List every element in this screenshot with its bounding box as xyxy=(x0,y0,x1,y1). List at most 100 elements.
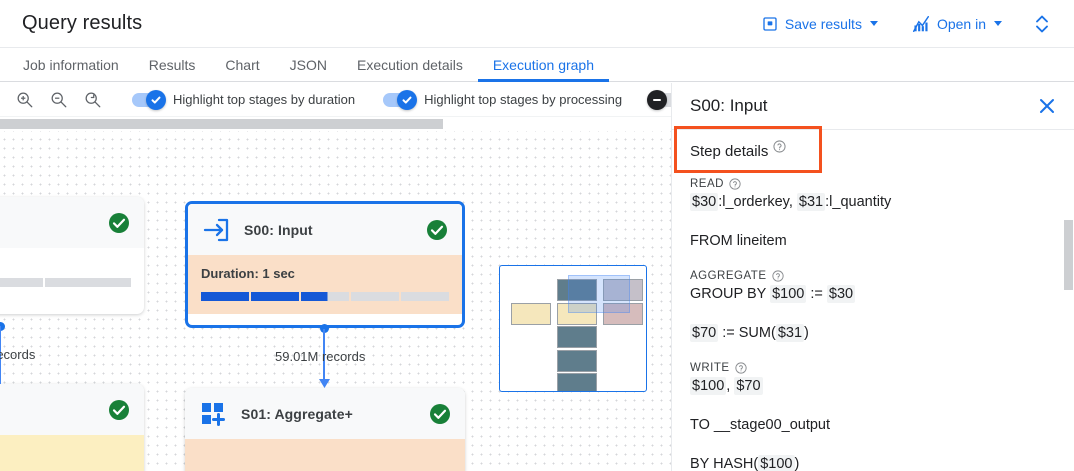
by-expression: BY HASH($100) xyxy=(690,454,1057,471)
edge-label-59m-records: 59.01M records xyxy=(275,349,366,364)
write-keyword: WRITE xyxy=(690,362,1057,374)
help-circle-icon[interactable] xyxy=(771,270,784,282)
step-details-panel: S00: Input Step details READ xyxy=(671,83,1074,471)
variable-chip: $100 xyxy=(770,285,807,304)
status-success-icon xyxy=(426,219,448,241)
edge-arrow-icon xyxy=(319,379,330,388)
variable-chip: $30 xyxy=(690,193,719,211)
step-details-heading: Step details xyxy=(690,140,786,160)
help-circle-icon[interactable] xyxy=(773,140,786,153)
toggle-switch[interactable] xyxy=(132,89,166,110)
node-header: S01: Aggregate+ xyxy=(185,388,465,439)
toggle-knob xyxy=(647,89,668,110)
tab-execution-details[interactable]: Execution details xyxy=(356,56,463,73)
panel-header: S00: Input xyxy=(672,83,1074,129)
zoom-reset-icon[interactable] xyxy=(82,89,104,111)
zoom-in-icon[interactable] xyxy=(14,89,36,111)
groupby-expression: GROUP BY $100 := $30 xyxy=(690,285,856,304)
minimap-node xyxy=(603,303,643,325)
aggregate-label: AGGREGATE xyxy=(690,270,767,283)
progress-segment xyxy=(45,278,131,287)
expand-collapse-button[interactable] xyxy=(1030,12,1054,36)
tab-job-information[interactable]: Job information xyxy=(23,56,119,73)
toggle-highlight-by-duration[interactable]: Highlight top stages by duration xyxy=(132,89,356,110)
edge-line xyxy=(0,326,1,384)
node-header: S00: Input xyxy=(188,204,462,255)
help-circle-icon[interactable] xyxy=(734,362,747,374)
node-progress-bar xyxy=(0,278,131,287)
read-keyword: READ xyxy=(690,178,1057,190)
progress-segment xyxy=(251,292,299,301)
progress-segment xyxy=(201,292,249,301)
open-in-label: Open in xyxy=(936,15,986,32)
zoom-controls xyxy=(0,89,104,111)
graph-scrollbar-thumb[interactable] xyxy=(0,119,443,129)
node-header xyxy=(0,197,144,248)
edge-line xyxy=(323,329,325,379)
status-success-icon xyxy=(108,212,130,234)
graph-node-clipped-top-left[interactable] xyxy=(0,197,144,314)
tab-json[interactable]: JSON xyxy=(289,56,327,73)
progress-segment xyxy=(0,278,43,287)
minimap-node xyxy=(557,303,597,325)
panel-divider xyxy=(672,129,1074,130)
edge-anchor-dot xyxy=(320,324,329,333)
minimap-node xyxy=(557,279,597,301)
minimap-node xyxy=(557,373,597,391)
node-progress-bar xyxy=(201,292,449,301)
edge-anchor-dot xyxy=(0,322,5,331)
to-expression: TO __stage00_output xyxy=(690,417,831,434)
minimap-node xyxy=(557,326,597,348)
graph-minimap[interactable] xyxy=(499,265,647,392)
aggregate-keyword: AGGREGATE xyxy=(690,270,1057,282)
minimap-node xyxy=(557,350,597,372)
toggle-label-duration: Highlight top stages by duration xyxy=(173,92,356,107)
variable-chip: $70 xyxy=(690,324,719,343)
header-actions: Save results Open in xyxy=(754,10,1074,38)
node-body xyxy=(185,439,465,471)
read-label: READ xyxy=(690,178,724,190)
variable-chip: $30 xyxy=(826,285,856,304)
toggle-knob xyxy=(397,89,418,110)
chart-bar-icon xyxy=(912,15,930,32)
help-circle-icon[interactable] xyxy=(729,178,741,190)
minimap-viewport[interactable] xyxy=(568,275,630,313)
toggle-highlight-by-processing[interactable]: Highlight top stages by processing xyxy=(383,89,623,110)
toggle-knob xyxy=(146,89,166,110)
graph-node-clipped-bottom-left[interactable] xyxy=(0,384,144,471)
input-arrow-icon xyxy=(202,216,230,244)
status-success-icon xyxy=(108,399,130,421)
node-duration-label: Duration: 1 sec xyxy=(201,266,295,281)
panel-vertical-scrollbar[interactable] xyxy=(1064,220,1073,290)
chevron-down-icon xyxy=(869,21,878,26)
variable-chip: $100 xyxy=(758,455,795,471)
progress-segment xyxy=(401,292,449,301)
tab-execution-graph[interactable]: Execution graph xyxy=(477,48,610,82)
graph-node-s00-input[interactable]: S00: Input Duration: 1 sec xyxy=(185,201,465,328)
tab-bar: Job information Results Chart JSON Execu… xyxy=(0,47,1074,82)
variable-chip: $70 xyxy=(734,377,763,396)
toggle-label-processing: Highlight top stages by processing xyxy=(424,92,623,107)
status-success-icon xyxy=(429,403,451,425)
toggle-switch[interactable] xyxy=(383,89,418,110)
tab-chart[interactable]: Chart xyxy=(225,56,260,73)
graph-toolbar: Highlight top stages by duration Highlig… xyxy=(0,83,683,117)
zoom-out-icon[interactable] xyxy=(48,89,70,111)
execution-graph-canvas[interactable]: records S00: Input Duration: 1 sec xyxy=(0,117,671,471)
variable-chip: $31 xyxy=(796,193,826,211)
save-results-icon xyxy=(762,16,778,32)
node-body xyxy=(0,435,144,471)
close-icon[interactable] xyxy=(1036,95,1058,117)
open-in-button[interactable]: Open in xyxy=(904,10,1010,38)
graph-horizontal-scrollbar[interactable] xyxy=(0,117,671,131)
node-title: S00: Input xyxy=(244,221,313,238)
app-header: Query results Save results xyxy=(0,0,1074,47)
edge-label-records: records xyxy=(0,347,36,362)
node-header xyxy=(0,384,144,435)
tab-results[interactable]: Results xyxy=(148,56,196,73)
graph-node-s01-aggregate[interactable]: S01: Aggregate+ xyxy=(185,388,465,471)
node-body xyxy=(0,248,144,300)
step-details-label: Step details xyxy=(690,143,769,160)
progress-segment xyxy=(351,292,399,301)
save-results-button[interactable]: Save results xyxy=(754,10,886,38)
